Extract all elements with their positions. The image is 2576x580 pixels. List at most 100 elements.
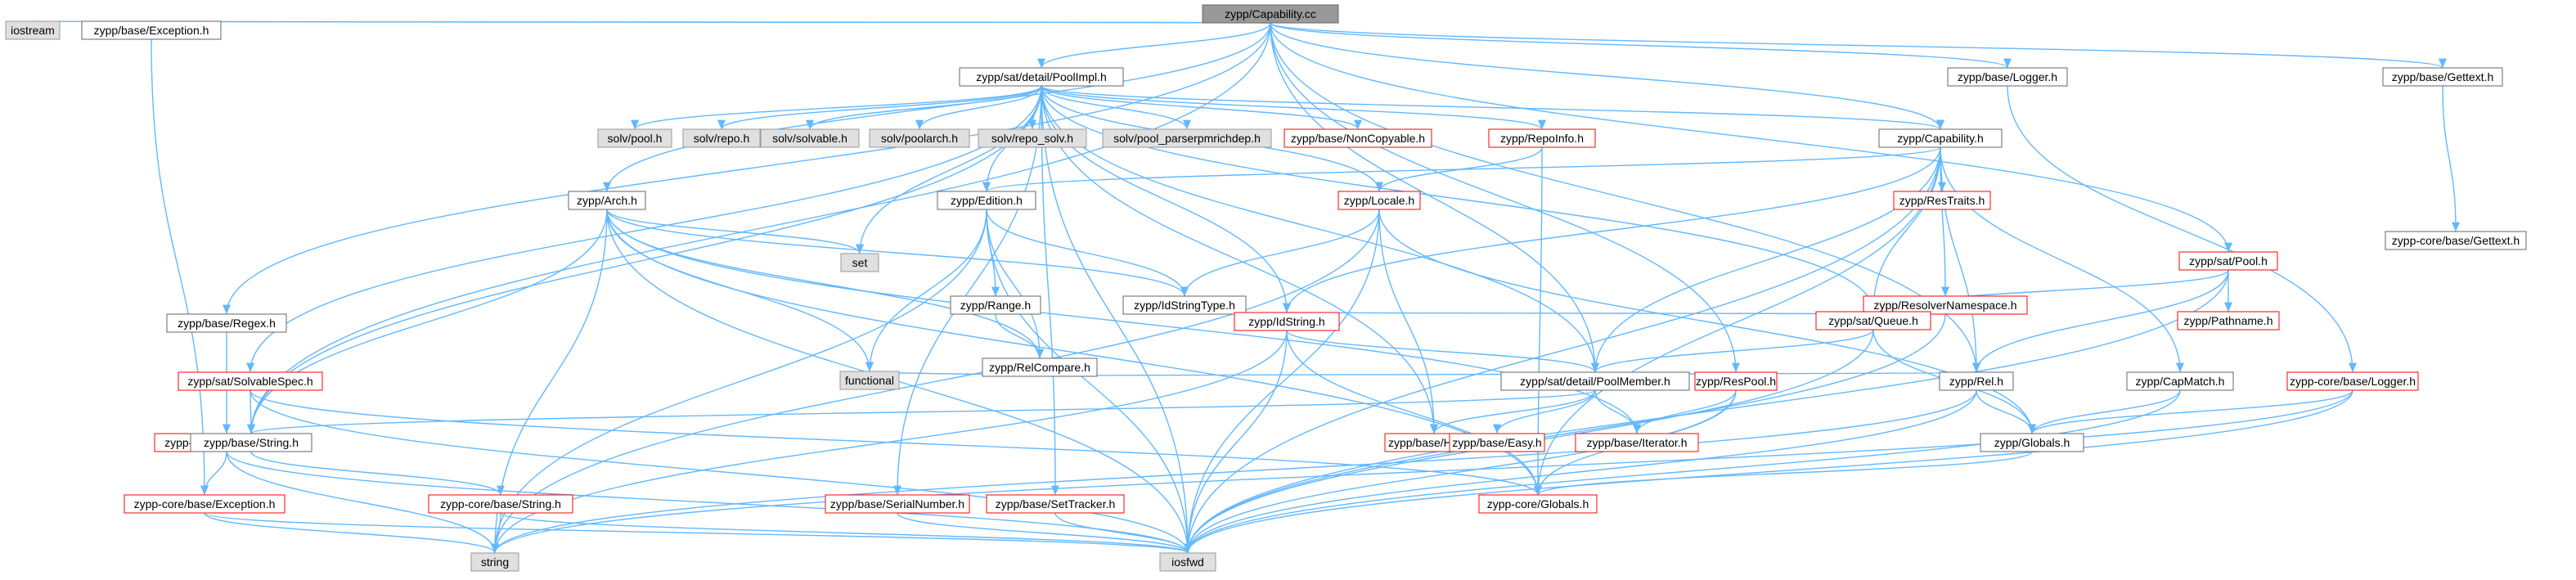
node-label: zypp/base/String.h bbox=[204, 436, 299, 449]
node-label: zypp/sat/SolvableSpec.h bbox=[187, 375, 312, 388]
edge-root-to-logger bbox=[1270, 22, 2012, 69]
node-regex[interactable]: zypp/base/Regex.h bbox=[166, 313, 287, 333]
node-relcompare[interactable]: zypp/RelCompare.h bbox=[982, 357, 1098, 377]
edge-edition-to-iosfwd bbox=[986, 209, 1193, 554]
node-respool[interactable]: zypp/ResPool.h bbox=[1694, 371, 1778, 391]
edge-capability-to-capmatch bbox=[1940, 146, 2185, 373]
node-label: zypp/base/Exception.h bbox=[94, 24, 209, 37]
edge-poolimpl-to-iosfwd bbox=[1041, 85, 1193, 554]
node-label: functional bbox=[845, 374, 894, 387]
node-label: zypp/sat/detail/PoolImpl.h bbox=[976, 70, 1107, 83]
node-root[interactable]: zypp/Capability.cc bbox=[1202, 4, 1339, 24]
node-box bbox=[1500, 371, 1690, 391]
node-box bbox=[760, 128, 860, 148]
node-rel[interactable]: zypp/Rel.h bbox=[1939, 371, 2014, 391]
node-locale[interactable]: zypp/Locale.h bbox=[1337, 191, 1421, 210]
edge-arch-to-basestring bbox=[246, 209, 608, 434]
node-satpool[interactable]: zypp/sat/Pool.h bbox=[2178, 251, 2278, 271]
node-corelogger[interactable]: zypp-core/base/Logger.h bbox=[2286, 371, 2419, 391]
node-arch[interactable]: zypp/Arch.h bbox=[568, 191, 646, 210]
node-poolimpl[interactable]: zypp/sat/detail/PoolImpl.h bbox=[959, 67, 1124, 87]
edge-settracker-to-iosfwd bbox=[1054, 512, 1192, 554]
node-easy[interactable]: zypp/base/Easy.h bbox=[1449, 433, 1545, 452]
node-poolmember[interactable]: zypp/sat/detail/PoolMember.h bbox=[1500, 371, 1690, 391]
node-solvrepo[interactable]: solv/repo.h bbox=[682, 128, 761, 148]
node-solvpool[interactable]: solv/pool.h bbox=[597, 128, 672, 148]
node-settracker[interactable]: zypp/base/SetTracker.h bbox=[986, 494, 1125, 514]
node-pathname[interactable]: zypp/Pathname.h bbox=[2177, 311, 2280, 330]
node-label: solv/pool_parserpmrichdep.h bbox=[1113, 132, 1261, 145]
node-box bbox=[597, 128, 672, 148]
edge-root-to-basestring bbox=[247, 22, 1271, 434]
node-gettext[interactable]: zypp/base/Gettext.h bbox=[2382, 67, 2503, 87]
node-noncopyable[interactable]: zypp/base/NonCopyable.h bbox=[1284, 128, 1432, 148]
node-range[interactable]: zypp/Range.h bbox=[950, 295, 1041, 315]
node-label: zypp/Locale.h bbox=[1344, 194, 1414, 207]
node-box bbox=[840, 253, 879, 272]
node-box bbox=[124, 494, 285, 514]
node-solvrepo_solv[interactable]: solv/repo_solv.h bbox=[978, 128, 1087, 148]
node-solvsolvable[interactable]: solv/solvable.h bbox=[760, 128, 860, 148]
edge-rel-to-iosfwd bbox=[1184, 389, 1977, 554]
node-edition[interactable]: zypp/Edition.h bbox=[937, 191, 1036, 210]
node-repoinfo[interactable]: zypp/RepoInfo.h bbox=[1488, 128, 1596, 148]
node-box bbox=[1337, 191, 1421, 210]
edge-capability-to-satqueue bbox=[1868, 146, 1941, 312]
node-box bbox=[682, 128, 761, 148]
node-set[interactable]: set bbox=[840, 253, 879, 272]
node-idstringtype[interactable]: zypp/IdStringType.h bbox=[1122, 295, 1247, 315]
node-solvablespec[interactable]: zypp/sat/SolvableSpec.h bbox=[178, 371, 323, 391]
edge-capability-to-poolmember bbox=[1590, 146, 1941, 373]
edge-idstring-to-poolmember bbox=[1286, 330, 1599, 373]
node-coregettext[interactable]: zypp-core/base/Gettext.h bbox=[2385, 231, 2527, 250]
node-box bbox=[978, 128, 1087, 148]
node-box bbox=[178, 371, 323, 391]
edge-poolimpl-to-solvparser bbox=[1041, 85, 1191, 130]
node-box bbox=[869, 128, 970, 148]
edge-capability-to-idstring bbox=[1283, 146, 1941, 313]
node-functional[interactable]: functional bbox=[839, 371, 900, 390]
node-basestring[interactable]: zypp/base/String.h bbox=[190, 433, 312, 452]
edge-satqueue-to-poolmember bbox=[1591, 329, 1874, 373]
node-corestring[interactable]: zypp-core/base/String.h bbox=[428, 494, 573, 514]
node-resolverns[interactable]: zypp/ResolverNamespace.h bbox=[1863, 295, 2028, 315]
edge-poolimpl-to-capability bbox=[1041, 85, 1944, 130]
edge-capmatch-to-iosfwd bbox=[1184, 389, 2181, 554]
node-box bbox=[1939, 371, 2014, 391]
node-logger[interactable]: zypp/base/Logger.h bbox=[1947, 67, 2068, 87]
node-box bbox=[1488, 128, 1596, 148]
edge-poolmember-to-basestring bbox=[247, 389, 1596, 434]
node-label: zypp/base/Iterator.h bbox=[1587, 436, 1688, 449]
node-serialnumber[interactable]: zypp/base/SerialNumber.h bbox=[825, 494, 970, 514]
node-satqueue[interactable]: zypp/sat/Queue.h bbox=[1815, 311, 1931, 330]
node-globals[interactable]: zypp/Globals.h bbox=[1980, 433, 2084, 452]
node-coreexception[interactable]: zypp-core/base/Exception.h bbox=[124, 494, 285, 514]
node-solvparser[interactable]: solv/pool_parserpmrichdep.h bbox=[1102, 128, 1272, 148]
edge-root-to-satpool bbox=[1270, 22, 2232, 253]
node-box bbox=[1893, 191, 1991, 210]
node-label: zypp-core/base/String.h bbox=[440, 497, 561, 510]
edge-corelogger-to-string bbox=[491, 389, 2353, 554]
node-box bbox=[428, 494, 573, 514]
node-box bbox=[2385, 231, 2527, 250]
edge-respool-to-iterator bbox=[1633, 389, 1737, 434]
node-solvpoolarch[interactable]: solv/poolarch.h bbox=[869, 128, 970, 148]
node-label: zypp/base/Easy.h bbox=[1452, 436, 1541, 449]
node-coreglobals[interactable]: zypp-core/Globals.h bbox=[1478, 494, 1598, 514]
edge-poolimpl-to-idstring bbox=[1041, 85, 1292, 313]
edge-capmatch-to-globals bbox=[2028, 389, 2181, 434]
node-label: zypp/base/Logger.h bbox=[1958, 70, 2057, 83]
edge-solvablespec-to-basestring bbox=[246, 389, 256, 434]
node-string[interactable]: string bbox=[470, 552, 519, 572]
node-exception[interactable]: zypp/base/Exception.h bbox=[81, 20, 222, 40]
node-iterator[interactable]: zypp/base/Iterator.h bbox=[1575, 433, 1699, 452]
node-idstring[interactable]: zypp/IdString.h bbox=[1234, 312, 1340, 331]
node-iosfwd[interactable]: iosfwd bbox=[1159, 552, 1216, 572]
edge-corelogger-to-globals bbox=[2028, 389, 2353, 434]
node-capmatch[interactable]: zypp/CapMatch.h bbox=[2126, 371, 2234, 391]
node-restraits[interactable]: zypp/ResTraits.h bbox=[1893, 191, 1991, 210]
node-iostream[interactable]: iostream bbox=[5, 20, 61, 40]
node-box bbox=[1878, 128, 2003, 148]
node-capability[interactable]: zypp/Capability.h bbox=[1878, 128, 2003, 148]
